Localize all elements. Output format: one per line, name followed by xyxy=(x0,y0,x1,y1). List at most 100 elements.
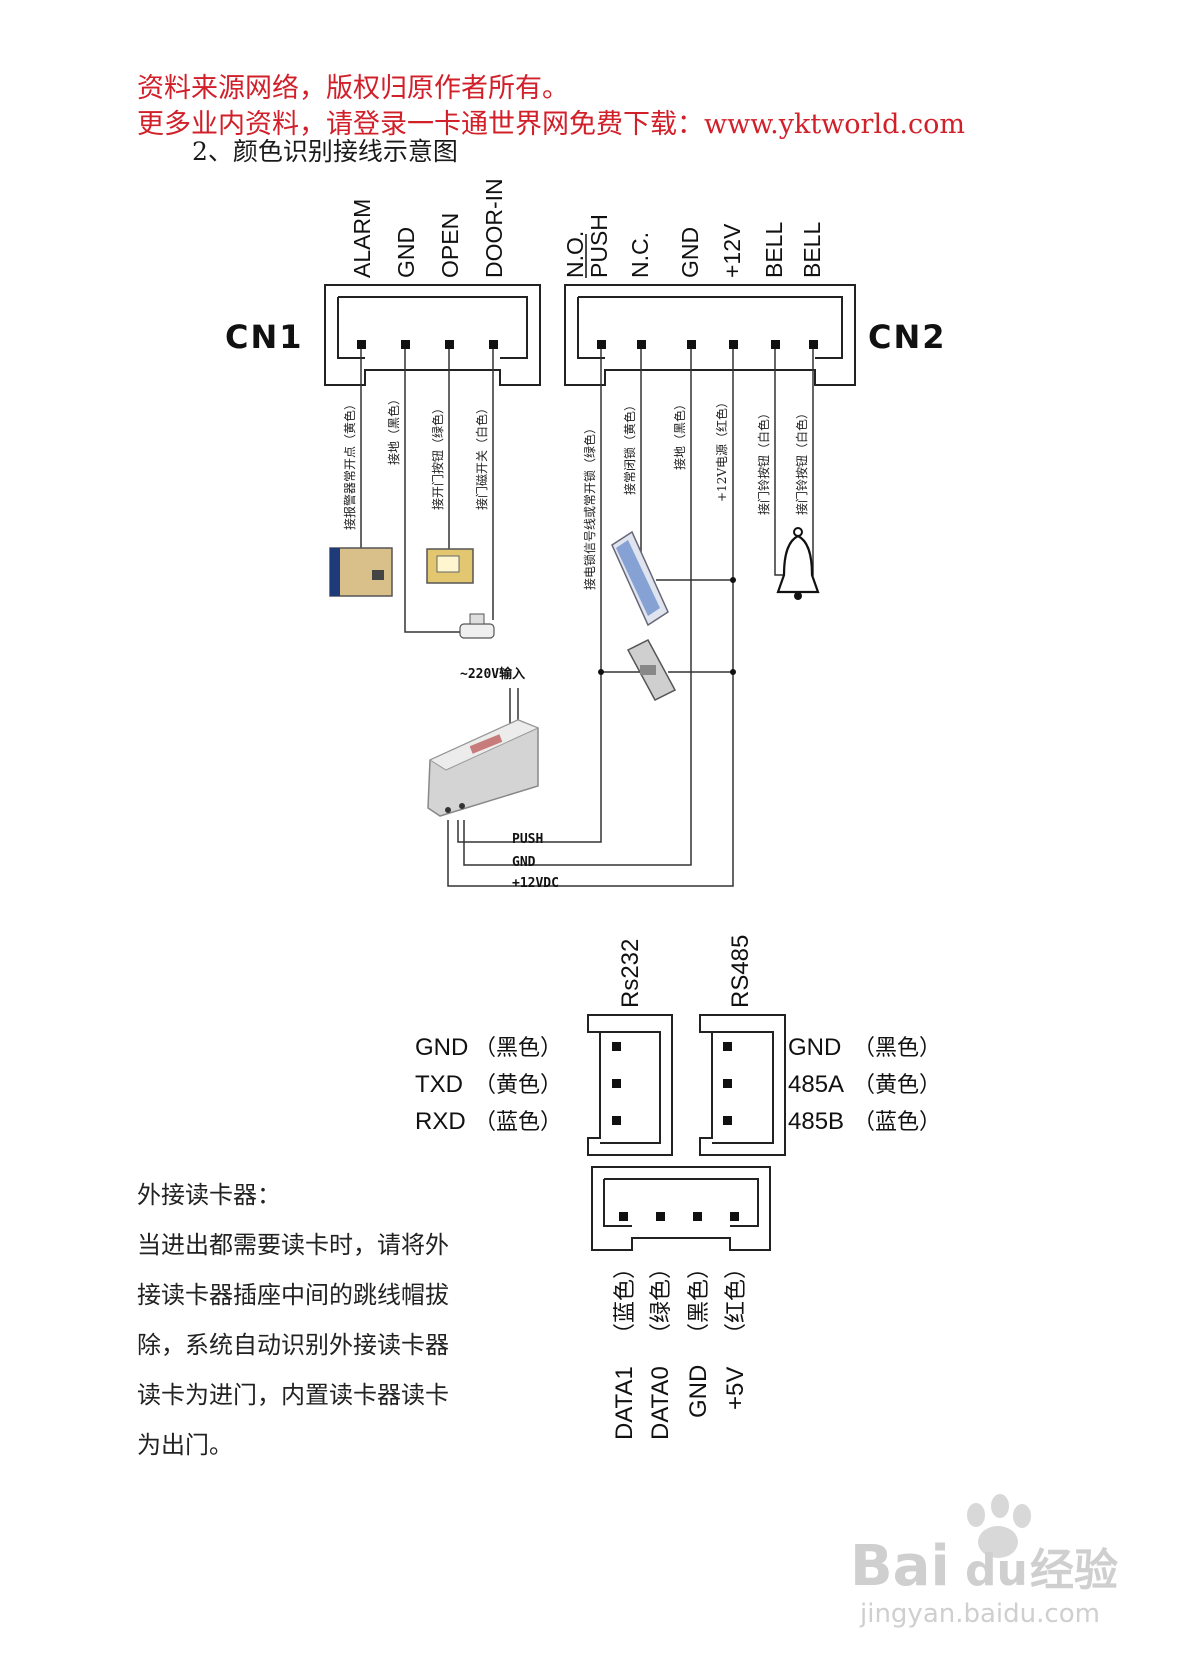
rs485-connector xyxy=(699,1014,786,1156)
reader-data1-color: （蓝色） xyxy=(613,1257,638,1345)
rs232-title: Rs232 xyxy=(617,939,644,1008)
cn2-pin-1 xyxy=(597,340,606,349)
electric-lock-nc xyxy=(611,530,669,627)
junction-2 xyxy=(598,669,604,675)
note-line-2: 接读卡器插座中间的跳线帽拔 xyxy=(137,1281,449,1309)
junction-1 xyxy=(730,577,736,583)
note-line-3: 除，系统自动识别外接读卡器 xyxy=(137,1331,449,1359)
rs232-connector xyxy=(587,1014,673,1156)
rs232-pin-3 xyxy=(612,1116,621,1125)
reader-pin-1 xyxy=(619,1212,628,1221)
note-title: 外接读卡器： xyxy=(137,1181,281,1209)
reader-data1-name: DATA1 xyxy=(611,1366,638,1440)
cn2-wire-label-bell-1: 接门铃按钮（白色） xyxy=(756,407,771,515)
cn1-pin-1 xyxy=(357,340,366,349)
cn1-wire-labels: 接报警器常开点（黄色） 接地（黑色） 接开门按钮（绿色） 接门磁开关（白色） xyxy=(342,393,489,530)
rs485-pin-2 xyxy=(723,1079,732,1088)
psu-out-12vdc: +12VDC xyxy=(512,876,559,891)
reader-note: 外接读卡器： 当进出都需要读卡时，请将外 接读卡器插座中间的跳线帽拔 除，系统自… xyxy=(137,1181,449,1459)
reader-gnd-color: （黑色） xyxy=(687,1257,712,1345)
cn1-pin-alarm: ALARM xyxy=(349,199,375,278)
paw-icon xyxy=(967,1494,1031,1558)
cn1-pin-4 xyxy=(489,340,498,349)
note-line-1: 当进出都需要读卡时，请将外 xyxy=(137,1231,449,1259)
cn1-pin-door-in: DOOR-IN xyxy=(481,178,507,278)
rs232-gnd-color: （黑色） xyxy=(474,1036,562,1061)
rs232-gnd-name: GND xyxy=(415,1034,468,1061)
rs232-labels: GND （黑色） TXD （黄色） RXD （蓝色） xyxy=(415,1034,562,1135)
section-title: 2、颜色识别接线示意图 xyxy=(192,137,458,166)
junction-3 xyxy=(730,669,736,675)
cn2-pin-4 xyxy=(729,340,738,349)
rs232-rxd-name: RXD xyxy=(415,1108,466,1135)
rs485-pin-3 xyxy=(723,1116,732,1125)
reader-pin-3 xyxy=(693,1212,702,1221)
cn2-pin-5 xyxy=(771,340,780,349)
reader-connector xyxy=(591,1166,771,1251)
rs232-pin-2 xyxy=(612,1079,621,1088)
cn2-pin-bell-2: BELL xyxy=(799,222,825,278)
cn2-wire-label-gnd: 接地（黑色） xyxy=(672,398,687,470)
download-line: 更多业内资料，请登录一卡通世界网免费下载：www.yktworld.com xyxy=(137,109,965,140)
rs232-rxd-color: （蓝色） xyxy=(474,1110,562,1135)
cn2-connector xyxy=(564,284,856,386)
cn1-wire-label-open: 接开门按钮（绿色） xyxy=(430,402,445,510)
cn2-wire-label-bell-2: 接门铃按钮（白色） xyxy=(794,407,809,515)
reader-5v-color: （红色） xyxy=(724,1257,749,1345)
psu-out-push: PUSH xyxy=(512,832,543,847)
cn1-inner-rim xyxy=(338,296,528,359)
reader-gnd-name: GND xyxy=(685,1365,712,1418)
rs232-txd-color: （黄色） xyxy=(474,1073,562,1098)
reader-data0-color: （绿色） xyxy=(649,1257,674,1345)
cn1-pin-2 xyxy=(401,340,410,349)
cn2-wire-labels: 接电锁信号线或常开锁（绿色） 接常闭锁（黄色） 接地（黑色） +12V电源（红色… xyxy=(582,396,809,590)
rs485-b-name: 485B xyxy=(788,1108,844,1135)
copyright-line: 资料来源网络，版权归原作者所有。 xyxy=(137,73,569,104)
rs485-a-name: 485A xyxy=(788,1071,844,1098)
rs232-txd-name: TXD xyxy=(415,1071,463,1098)
psu-out-gnd: GND xyxy=(512,855,536,870)
cn1-pin-gnd: GND xyxy=(393,227,419,278)
cn1-label: CN1 xyxy=(225,318,304,356)
cn2-pin-bell-1: BELL xyxy=(761,222,787,278)
reader-data0-name: DATA0 xyxy=(647,1366,674,1440)
cn1-pins xyxy=(357,340,498,349)
door-magnet-device xyxy=(459,613,495,639)
note-line-5: 为出门。 xyxy=(137,1431,233,1459)
rs485-pin-1 xyxy=(723,1042,732,1051)
reader-pin-4 xyxy=(730,1212,739,1221)
cn1-pin-3 xyxy=(445,340,454,349)
electric-lock-no xyxy=(626,639,677,701)
cn2-gnd-wire xyxy=(463,349,692,866)
rs485-gnd-name: GND xyxy=(788,1034,841,1061)
rs485-a-color: （黄色） xyxy=(853,1073,941,1098)
watermark-brand-right: 经验 xyxy=(1030,1545,1118,1596)
cn1-pin-labels: ALARM GND OPEN DOOR-IN xyxy=(349,178,507,278)
watermark-brand-left: Bai xyxy=(850,1534,950,1599)
door-bell xyxy=(776,527,820,600)
rs485-title: RS485 xyxy=(727,935,754,1008)
watermark-url: jingyan.baidu.com xyxy=(859,1599,1100,1629)
cn1-wire-label-door: 接门磁开关（白色） xyxy=(474,402,489,510)
cn2-bell-wire-1 xyxy=(774,349,784,576)
cn1-pin-open: OPEN xyxy=(437,213,463,278)
exit-button-device xyxy=(426,548,474,584)
cn2-wire-label-12v: +12V电源（红色） xyxy=(714,396,729,502)
cn2-wire-label-push: 接电锁信号线或常开锁（绿色） xyxy=(582,422,597,590)
rs485-labels: GND （黑色） 485A （黄色） 485B （蓝色） xyxy=(788,1034,941,1135)
rs485-b-color: （蓝色） xyxy=(853,1110,941,1135)
cn1-gnd-wire xyxy=(404,349,462,633)
cn2-12v-wire xyxy=(447,349,734,887)
cn2-pin-6 xyxy=(809,340,818,349)
cn2-pin-nc: N.C. xyxy=(627,232,653,278)
cn2-pin-labels: N.O. PUSH N.C. GND +12V BELL BELL xyxy=(562,214,825,278)
power-supply: ~220V输入 PUSH GND +12VDC xyxy=(427,666,559,891)
reader-pin-2 xyxy=(656,1212,665,1221)
cn2-wire-label-nc: 接常闭锁（黄色） xyxy=(622,399,637,495)
watermark-brand-mid: du xyxy=(965,1545,1028,1596)
cn1-wire-label-gnd: 接地（黑色） xyxy=(386,393,401,465)
rs485-gnd-color: （黑色） xyxy=(853,1036,941,1061)
cn2-pin-2 xyxy=(637,340,646,349)
cn2-pin-no: N.O. xyxy=(562,231,588,278)
